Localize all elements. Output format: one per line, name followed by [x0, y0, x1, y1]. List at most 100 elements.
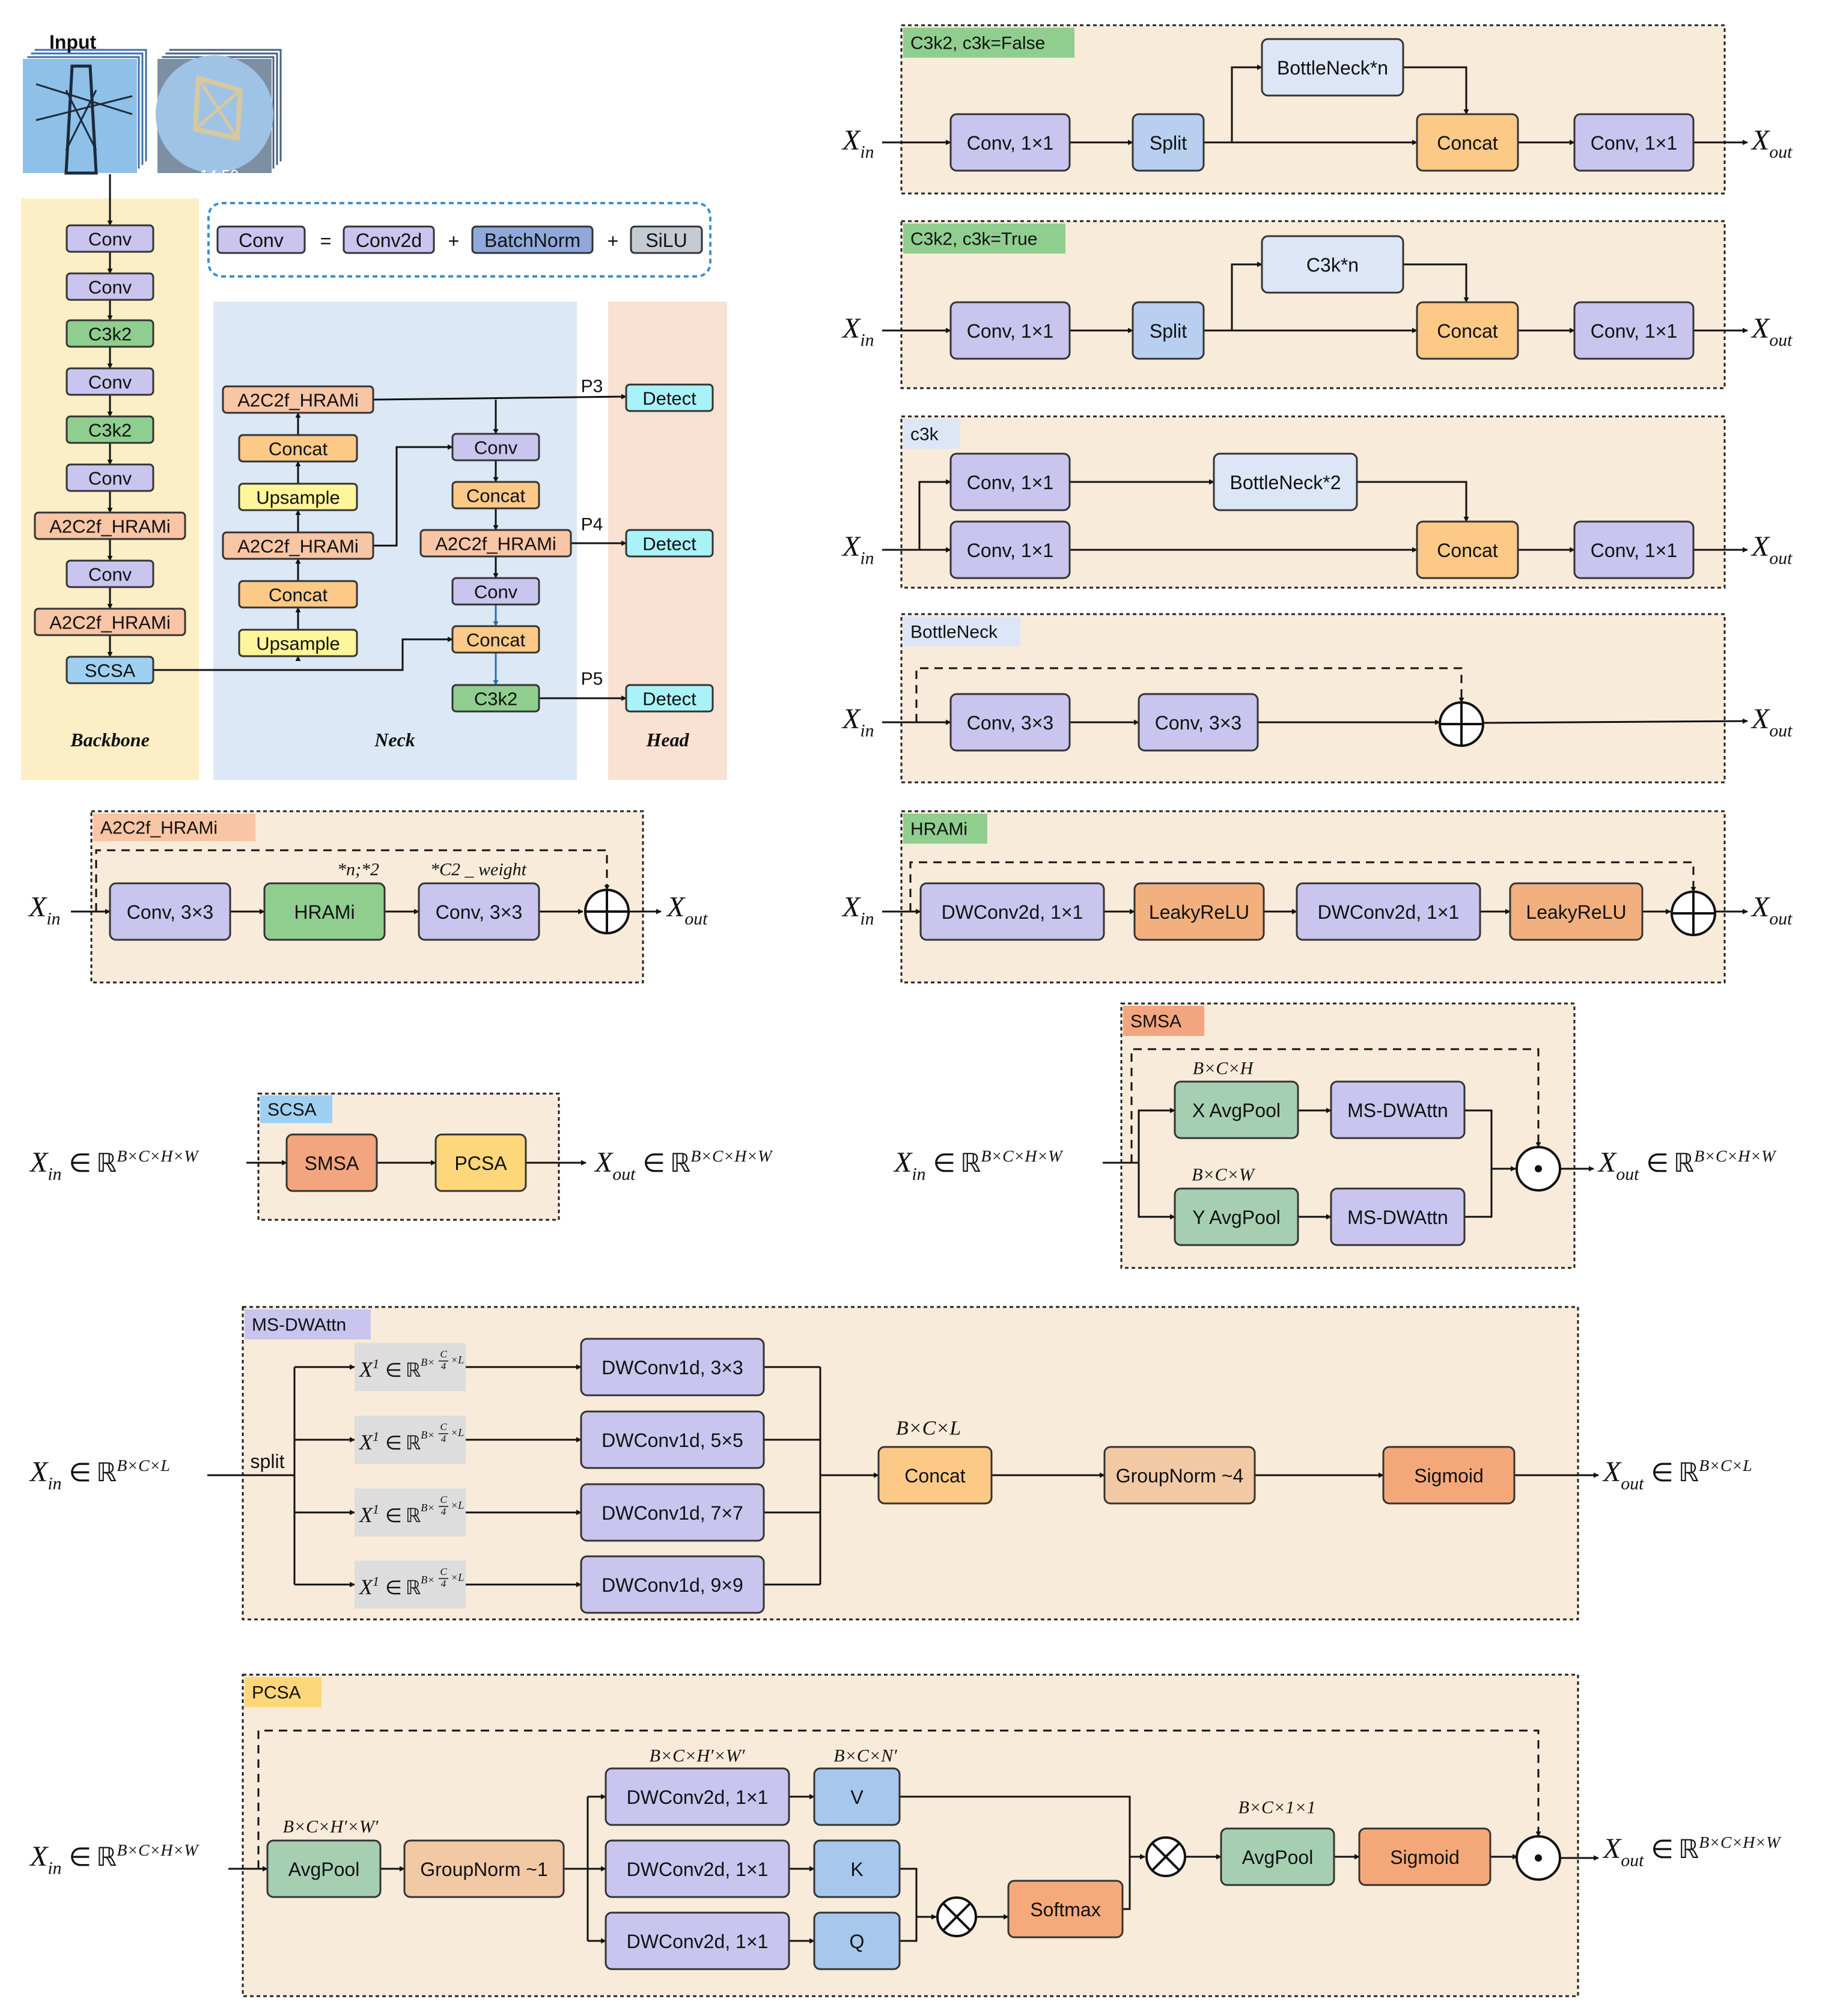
msdw-dwconv-2 [580, 1483, 765, 1542]
legend-plus: + [448, 230, 460, 252]
hrami-leakyrelu-2-label: LeakyReLU [1526, 901, 1626, 923]
msdw-frac-suffix-1: ×L [451, 1427, 464, 1439]
msdw-x-block-1 [355, 1416, 466, 1464]
msdw-tag [245, 1309, 371, 1339]
smsa-x-avgpool-label: X AvgPool [1192, 1100, 1281, 1121]
neck-right-block-2-label: A2C2f_HRAMi [435, 534, 556, 555]
detect-block-2-label: Detect [642, 689, 696, 710]
scsa-to-concat-arrow [153, 636, 453, 671]
a2c2f-note-weight: *C2 _ weight [430, 860, 527, 880]
bottleneck-conv2 [1138, 693, 1259, 752]
msdw-frac-num-3: C [440, 1566, 447, 1577]
pcsa-q-to-mult [900, 1914, 937, 1942]
legend-panel [207, 202, 711, 278]
pcsa-avgpool-2-label: AvgPool [1242, 1847, 1314, 1868]
legend-conv2d-box-label: Conv2d [356, 230, 422, 251]
pcsa-softmax [1007, 1880, 1124, 1938]
c3k2-true-conv-out [1573, 301, 1695, 360]
a2c2f-hrami-label: HRAMi [294, 901, 355, 923]
c3k2-true-split [1132, 301, 1205, 360]
detect-block-1-label: Detect [642, 534, 696, 555]
c3k2-false-conv-out [1573, 113, 1695, 172]
neck-skip-conv-arrow [373, 444, 453, 547]
pcsa-sigmoid-label: Sigmoid [1390, 1847, 1460, 1868]
backbone-block-1 [66, 272, 154, 301]
legend-batchnorm-box [471, 225, 594, 254]
legend-plus-2: + [608, 230, 619, 252]
input-images [22, 47, 284, 175]
neck-left-block-2-label: Upsample [256, 487, 340, 508]
smsa-dim-w: B×C×W [1192, 1165, 1256, 1185]
msdw-dwconv-0-label: DWConv1d, 3×3 [602, 1357, 743, 1378]
hrami-tag-label: HRAMi [910, 820, 967, 839]
msdw-dwconv-3 [580, 1555, 765, 1614]
msdw-frac-den-2: 4 [441, 1506, 446, 1517]
c3k-tag-label: c3k [910, 425, 939, 445]
detect-block-1 [625, 529, 714, 558]
pcsa-dwconv-1 [605, 1839, 790, 1898]
smsa-dim-h: B×C×H [1193, 1059, 1255, 1079]
smsa-msdwattn-1 [1330, 1080, 1466, 1139]
c3k2-true-c3k [1261, 235, 1404, 294]
msdw-dwconv-3-label: DWConv1d, 9×9 [602, 1574, 743, 1596]
neck-right-block-0 [451, 433, 540, 461]
pcsa-residual [257, 1729, 1541, 1869]
neck-right-block-3 [451, 577, 540, 606]
pcsa-tag [245, 1677, 321, 1707]
neck-left-block-0 [222, 385, 374, 414]
msdw-tag-label: MS-DWAttn [252, 1315, 346, 1335]
neck-left-block-0-label: A2C2f_HRAMi [237, 390, 359, 411]
backbone-block-6 [34, 511, 186, 540]
a2c2f-tag [93, 814, 255, 841]
scsa-pcsa-label: PCSA [454, 1153, 507, 1174]
smsa-tag-label: SMSA [1130, 1012, 1181, 1032]
pcsa-avgpool-2 [1220, 1827, 1335, 1886]
c3k-bottleneck [1213, 452, 1358, 511]
backbone-block-7 [66, 559, 154, 588]
detect-block-0 [625, 383, 714, 412]
c3k-concat-label: Concat [1437, 540, 1498, 561]
smsa-y-avgpool [1174, 1187, 1299, 1246]
msdw-x-label-2: X1∈ℝB× [358, 1502, 434, 1527]
scsa-pcsa [434, 1133, 527, 1192]
neck-left-block-5-label: Upsample [256, 633, 340, 654]
neck-right-block-4-label: Concat [466, 630, 526, 651]
msdw-xin: Xin∈ℝB×C×L [29, 1456, 170, 1493]
msdw-frac-suffix-2: ×L [451, 1499, 464, 1511]
pcsa-avgpool [266, 1839, 382, 1898]
c3k-conv-bottom [949, 520, 1071, 579]
c3k2-false-split-label: Split [1150, 132, 1187, 154]
neck-left-block-3-label: A2C2f_HRAMi [237, 536, 359, 557]
c3k2-true-conv-in [949, 301, 1071, 360]
smsa-residual [1130, 1048, 1541, 1163]
smsa-xout: Xout∈ℝB×C×H×W [1597, 1147, 1777, 1184]
backbone-block-5 [66, 463, 154, 492]
msdw-sigmoid [1382, 1446, 1516, 1505]
pcsa-groupnorm [403, 1839, 565, 1898]
msdw-dwconv-1-label: DWConv1d, 5×5 [602, 1430, 743, 1451]
legend-conv-box [216, 225, 306, 254]
c3k2-true-xin: Xin [841, 312, 874, 350]
bottleneck-conv1-label: Conv, 3×3 [967, 712, 1053, 734]
msdw-frac-den-3: 4 [441, 1578, 446, 1589]
legend-silu-box-label: SiLU [645, 230, 687, 251]
smsa-msdwattn-2-label: MS-DWAttn [1347, 1207, 1448, 1228]
pcsa-v-label: V [850, 1786, 864, 1808]
smsa-x-avgpool [1174, 1080, 1299, 1139]
hrami-residual [909, 861, 1696, 912]
c3k2-false-bottleneck [1261, 38, 1404, 97]
neck-right-block-5-label: C3k2 [474, 689, 517, 710]
neck-left-block-3 [222, 531, 374, 560]
c3k2-true-conv-in-label: Conv, 1×1 [967, 320, 1053, 342]
msdw-frac-num-0: C [440, 1348, 447, 1360]
c3k2-false-xin: Xin [841, 124, 874, 162]
smsa-tag [1123, 1006, 1204, 1036]
c3k-xout: Xout [1750, 531, 1793, 568]
msdw-frac-num-2: C [440, 1494, 447, 1505]
backbone-block-0-label: Conv [88, 229, 132, 250]
smsa-branch-y [1138, 1163, 1175, 1220]
bottleneck-xin: Xin [841, 703, 874, 740]
msdw-dwconv-2-label: DWConv1d, 7×7 [602, 1502, 743, 1524]
msdw-x-label-0: X1∈ℝB× [358, 1356, 434, 1381]
pcsa-panel [242, 1673, 1579, 1997]
